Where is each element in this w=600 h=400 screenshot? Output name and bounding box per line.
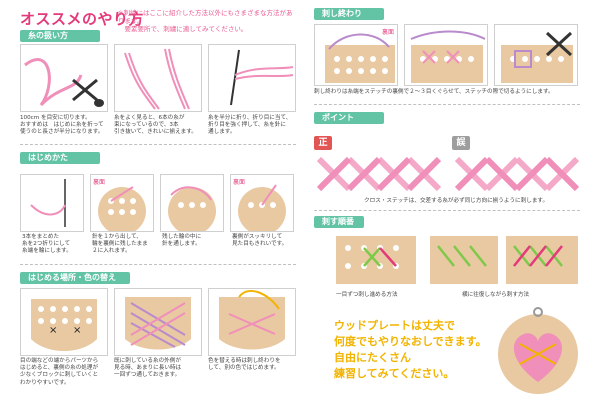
order-single-illustration — [336, 236, 416, 284]
divider — [20, 144, 296, 145]
caption-split: 糸をよく見ると、6本の糸が 束になっているので、3本 引き抜いて、きれいに揃えま… — [114, 115, 197, 136]
order-row-illustration-2 — [506, 236, 578, 284]
finish-step3-panel — [494, 24, 578, 86]
caption-finish: 刺し終わりは糸端をステッチの裏側で２〜３目くぐらせて、ステッチの際で切るようにし… — [314, 89, 554, 95]
wrong-cross-stitch-illustration — [454, 156, 580, 192]
needle-thread-panel — [208, 44, 296, 112]
section-tab-finish: 刺し終わり — [314, 8, 384, 20]
face-plate-illustration: × × — [31, 299, 97, 351]
section-tab-thread-handling: 糸の扱い方 — [20, 30, 100, 42]
thread-strands-illustration — [124, 48, 190, 110]
finish-step2-panel — [404, 24, 488, 86]
section-tab-point: ポイント — [314, 112, 384, 124]
badge-correct: 正 — [314, 136, 332, 150]
finish-step1-panel: 裏面 — [314, 24, 398, 86]
intro-note: ※刺繍にはここに紹介した方法以外にもさまざまな方法があります。 要素要所で、刺繍… — [118, 9, 293, 33]
promo-line2: 何度でもやりなおしできます。 — [334, 335, 487, 348]
wood-plate-illustration — [98, 186, 146, 231]
section-tab-start: はじめかた — [20, 152, 100, 164]
section-tab-color-change: はじめる場所・色の替え方 — [20, 272, 130, 294]
page-title: オススメのやり方 — [20, 10, 145, 28]
caption-order-single: 一目ずつ刺し進める方法 — [336, 292, 398, 298]
scissors-illustration — [24, 58, 104, 107]
caption-start4: 裏側がスッキリして 見た目もきれいです。 — [232, 234, 288, 248]
caption-color-change: 色を替える時は刺し終わりを して、別の色ではじめます。 — [208, 358, 281, 372]
caption-cut: 100cm を目安に切ります。 おすすめは はじめに糸を折って 使うのと長さが半… — [20, 115, 104, 136]
color-change-panel — [208, 288, 296, 356]
badge-wrong: 誤 — [452, 136, 470, 150]
svg-text:×: × — [49, 325, 57, 336]
start-step2-panel: 裏面 — [90, 174, 154, 232]
caption-order-row: 横に往復しながら刺す方法 — [462, 292, 530, 298]
divider-3 — [314, 104, 580, 105]
thread-cut-panel — [20, 44, 108, 112]
label-back-2: 裏面 — [233, 179, 246, 186]
order-row-illustration-1 — [430, 236, 498, 284]
promo-line1: ウッドプレートは丈夫で — [334, 319, 455, 332]
divider-4 — [314, 210, 580, 211]
start-step4-panel: 裏面 — [230, 174, 294, 232]
promo-line4: 練習してみてください。 — [334, 367, 455, 380]
back-thread-panel — [114, 288, 202, 356]
start-step3-panel — [160, 174, 224, 232]
divider-2 — [20, 264, 296, 265]
caption-back-thread: 既に刺している糸の外側が 見る時、あまりに長い時は 一回ずつ通しておきます。 — [114, 358, 182, 379]
caption-start3: 残した輪の中に 針を通します。 — [162, 234, 202, 248]
correct-cross-stitch-illustration — [316, 156, 442, 192]
caption-thread: 糸を半分に折り、折り目に当て、 折り目を強く押して、糸を針に 通します。 — [208, 115, 292, 136]
promo-line3: 自由にたくさん — [334, 351, 411, 364]
start-step1-panel — [20, 174, 84, 232]
caption-start2: 針を１から出して、 輪を裏側に残したまま ２に入れます。 — [92, 234, 148, 255]
scissors-icon-2 — [545, 31, 573, 57]
scissors-icon — [72, 78, 104, 107]
needle-illustration — [230, 49, 294, 106]
heart-plate-illustration — [498, 307, 578, 394]
caption-start1: 3本をまとめた 糸を2つ折りにして 糸端を輪にします。 — [22, 234, 72, 255]
section-tab-order: 刺す順番 — [314, 216, 364, 228]
label-back-finish: 裏面 — [381, 29, 394, 36]
caption-point: クロス・ステッチは、交差する糸が必ず同じ方向に揃うように刺します。 — [364, 198, 549, 204]
caption-start-place: 目の端などの端からパーツから はじめると、裏側の糸の処理が 少なくブロックに刺し… — [20, 358, 99, 386]
svg-text:×: × — [73, 325, 81, 336]
start-place-panel: × × — [20, 288, 108, 356]
thread-split-panel — [114, 44, 202, 112]
label-back: 裏面 — [93, 179, 106, 186]
